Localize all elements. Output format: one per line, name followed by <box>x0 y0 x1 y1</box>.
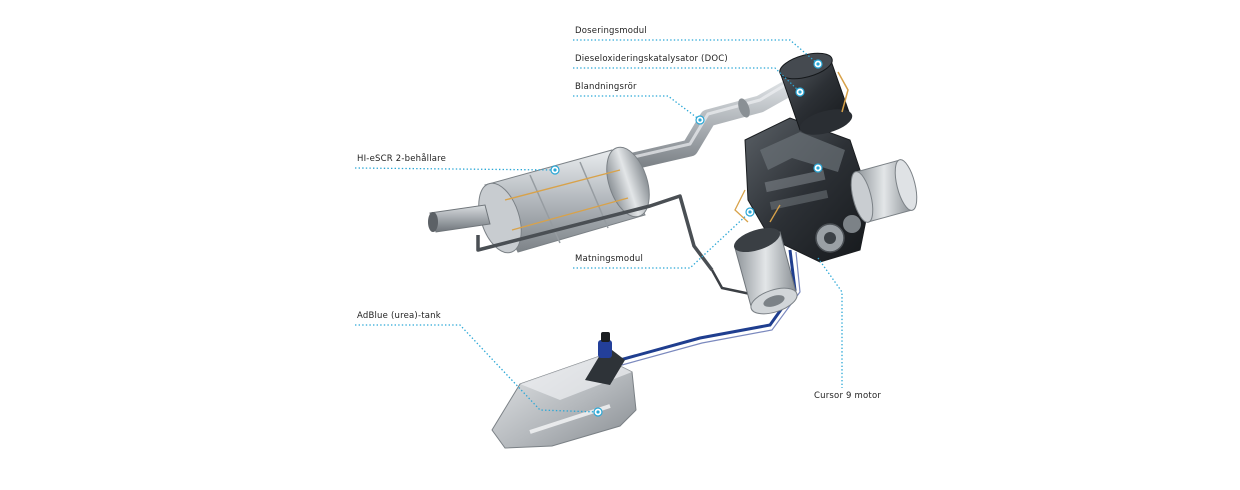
marker-cursor9 <box>813 163 823 173</box>
label-cursor9: Cursor 9 motor <box>814 391 882 401</box>
marker-doc <box>795 87 805 97</box>
label-hi-escr: HI-eSCR 2-behållare <box>357 154 447 164</box>
leader-blandningsror <box>573 95 701 121</box>
label-doseringsmodul: Doseringsmodul <box>575 26 647 36</box>
hi-escr-canister <box>478 146 650 254</box>
engine-block <box>734 117 871 263</box>
exhaust-pipe <box>551 77 801 187</box>
label-doc: Dieseloxideringskatalysator (DOC) <box>575 54 728 64</box>
tailpipe <box>428 204 491 233</box>
leader-lines <box>354 39 843 413</box>
marker-adblue <box>593 407 603 417</box>
marker-matningsmodul <box>745 207 755 217</box>
supply-module-cylinder <box>733 227 798 315</box>
leader-adblue <box>355 324 599 413</box>
marker-hi-escr <box>550 165 560 175</box>
leader-hi-escr <box>354 167 556 171</box>
leader-doc <box>573 67 801 93</box>
leader-cursor9 <box>817 257 843 388</box>
marker-doseringsmodul <box>813 59 823 69</box>
marker-blandningsror <box>695 115 705 125</box>
air-tank <box>850 159 918 223</box>
marker-dots <box>550 59 823 417</box>
adblue-tank <box>491 332 637 449</box>
adblue-line <box>619 249 797 362</box>
leader-doseringsmodul <box>573 39 819 65</box>
label-adblue: AdBlue (urea)-tank <box>357 311 441 321</box>
label-blandningsror: Blandningsrör <box>575 82 637 92</box>
frame-bracket <box>476 194 714 272</box>
label-matningsmodul: Matningsmodul <box>575 254 644 264</box>
